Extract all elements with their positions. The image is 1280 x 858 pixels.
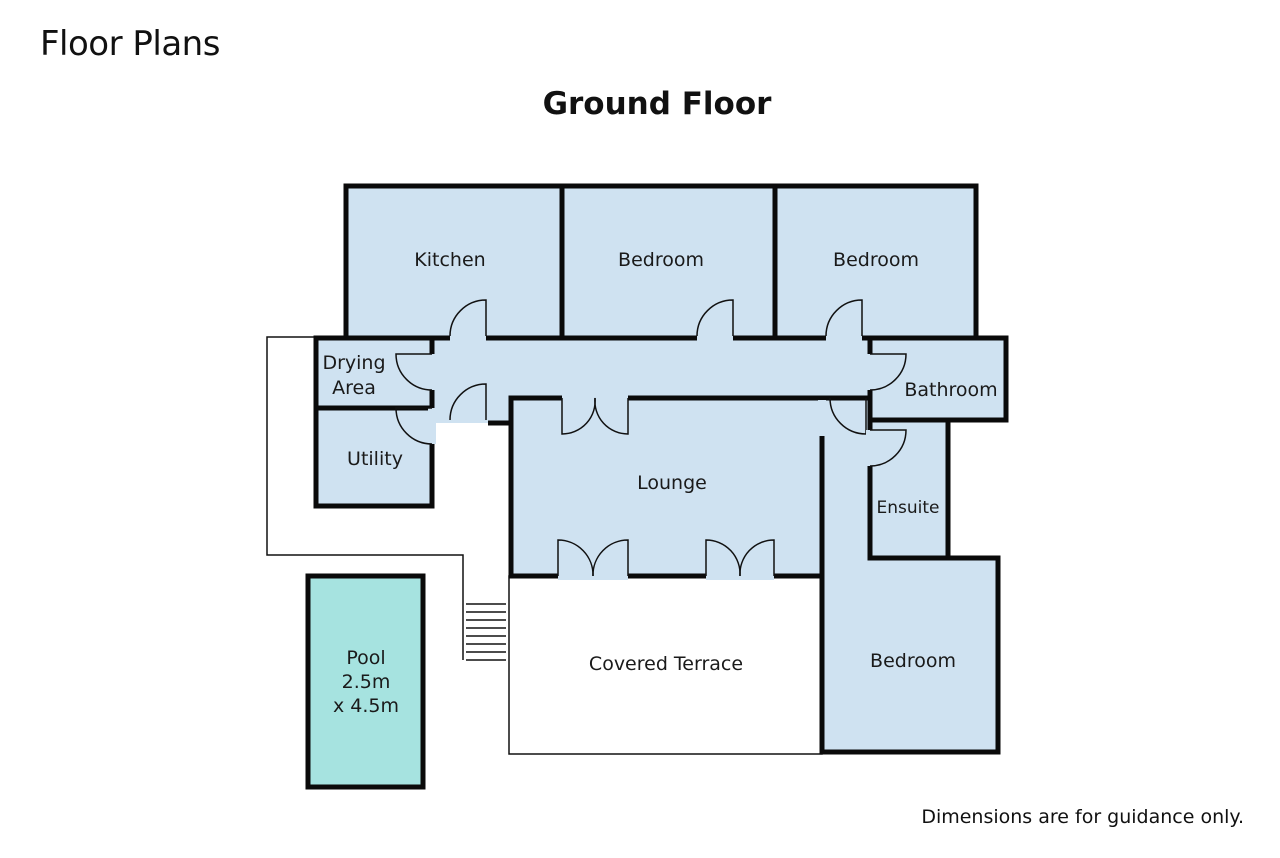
room-bedroom-2 (772, 183, 979, 341)
room-bedroom-3 (819, 395, 1001, 755)
label-drying-area-2: Area (332, 377, 376, 399)
label-covered-terrace: Covered Terrace (589, 653, 743, 675)
label-drying-area-1: Drying (322, 352, 385, 374)
page-heading: Floor Plans (40, 24, 220, 64)
label-pool-width: 2.5m (342, 671, 391, 693)
floor-title: Ground Floor (542, 86, 772, 122)
steps (466, 603, 506, 661)
label-bedroom-1: Bedroom (618, 249, 704, 271)
label-pool-name: Pool (346, 647, 385, 669)
room-bathroom (867, 335, 1009, 423)
label-kitchen: Kitchen (414, 249, 485, 271)
pool (305, 573, 426, 790)
garden-path-outline (266, 336, 464, 660)
hallway-extension (432, 395, 510, 423)
label-utility: Utility (347, 448, 403, 470)
room-bedroom-1 (559, 183, 778, 341)
label-lounge: Lounge (637, 472, 707, 494)
room-covered-terrace (508, 575, 823, 755)
label-ensuite: Ensuite (877, 498, 940, 518)
label-pool-length: x 4.5m (333, 695, 399, 717)
label-bathroom: Bathroom (904, 379, 997, 401)
room-ensuite (867, 417, 951, 561)
hallway (432, 338, 870, 398)
disclaimer: Dimensions are for guidance only. (921, 806, 1244, 828)
label-bedroom-3: Bedroom (870, 650, 956, 672)
doors (395, 299, 907, 580)
label-bedroom-2: Bedroom (833, 249, 919, 271)
